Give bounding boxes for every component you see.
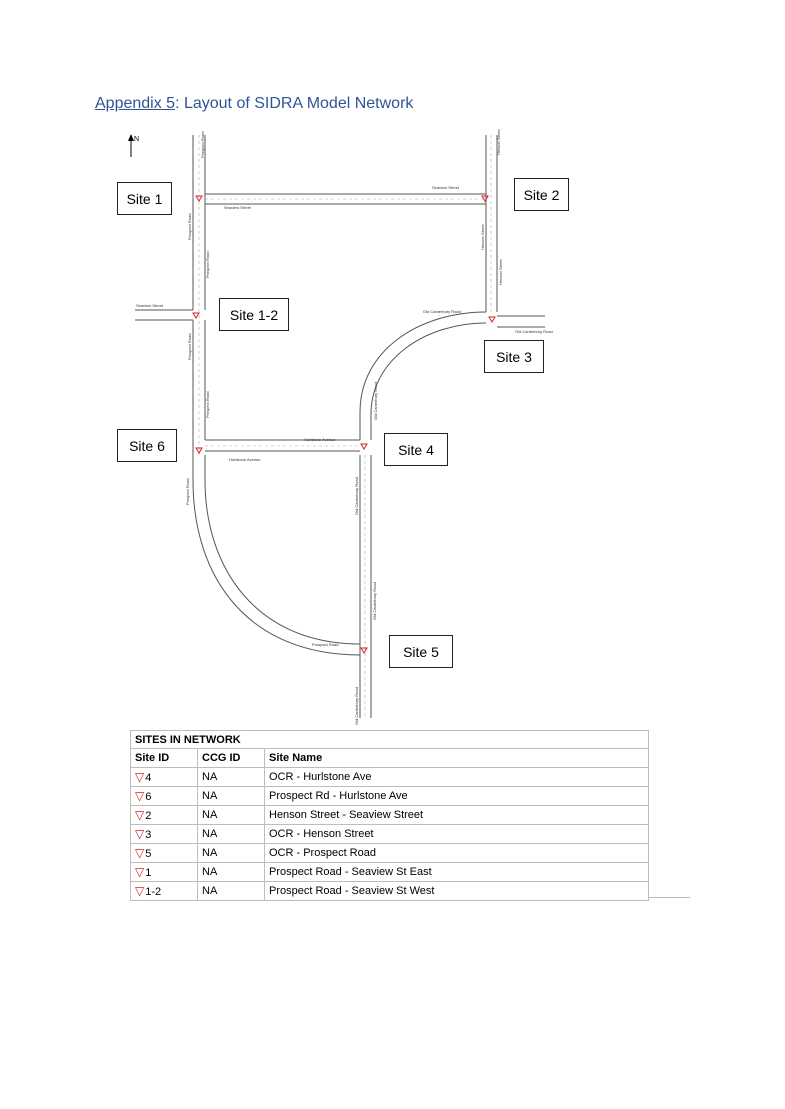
site-id: 2 — [145, 810, 152, 822]
road-label: Hurlstone Avenue — [229, 457, 261, 462]
road-label: Prospect Road — [185, 479, 190, 505]
column-header: CCG ID — [197, 748, 265, 768]
road-label: Old Canterbury Road — [515, 329, 553, 334]
ccg-id-cell: NA — [197, 805, 265, 825]
table-row: ▽5 NA OCR - Prospect Road — [130, 843, 649, 863]
north-label: N — [134, 136, 139, 143]
road-label: Prospect Road — [187, 214, 192, 240]
prospect-road-curve-edge — [204, 455, 361, 645]
table-row: ▽3 NA OCR - Henson Street — [130, 824, 649, 844]
table-row: ▽2 NA Henson Street - Seaview Street — [130, 805, 649, 825]
intersection-marker-icon — [360, 443, 368, 450]
road-label: Prospect Road — [187, 334, 192, 360]
ccg-id-cell: NA — [197, 786, 265, 806]
table-header-row: Site ID CCG ID Site Name — [130, 748, 649, 768]
site-label-box: Site 6 — [117, 429, 177, 462]
site-name-cell: Prospect Road - Seaview St East — [264, 862, 649, 882]
intersection-marker-icon — [195, 447, 203, 454]
road-label: Old Canterbury Road — [354, 477, 359, 515]
page-heading: Appendix 5: Layout of SIDRA Model Networ… — [95, 95, 413, 113]
table-underline — [649, 897, 690, 898]
table-row: ▽6 NA Prospect Rd - Hurlstone Ave — [130, 786, 649, 806]
road-label: Prospect Road — [200, 132, 205, 158]
sites-table: SITES IN NETWORK Site ID CCG ID Site Nam… — [130, 730, 649, 901]
site-marker-icon: ▽ — [135, 827, 145, 841]
site-id-cell: ▽1 — [130, 862, 198, 882]
site-id: 1 — [145, 867, 152, 879]
road-label: Seaview Street — [136, 303, 164, 308]
site-name-cell: OCR - Prospect Road — [264, 843, 649, 863]
ccg-id-cell: NA — [197, 767, 265, 787]
intersection-marker-icon — [360, 647, 368, 654]
ocr-curve-edge — [359, 311, 487, 440]
intersection-marker-icon — [195, 195, 203, 202]
road-label: Prospect Road — [312, 642, 338, 647]
appendix-reference: Appendix 5 — [95, 95, 176, 112]
column-header: Site Name — [264, 748, 649, 768]
site-id-cell: ▽6 — [130, 786, 198, 806]
road-label: Prospect Road — [205, 252, 210, 278]
road-label: Old Canterbury Road — [372, 582, 377, 620]
site-marker-icon: ▽ — [135, 846, 145, 860]
site-label-box: Site 1-2 — [219, 298, 289, 331]
site-name-cell: Prospect Rd - Hurlstone Ave — [264, 786, 649, 806]
site-name-cell: OCR - Henson Street — [264, 824, 649, 844]
table-row: ▽4 NA OCR - Hurlstone Ave — [130, 767, 649, 787]
road-label: Old Canterbury Road — [373, 382, 378, 420]
heading-title: : Layout of SIDRA Model Network — [175, 95, 414, 112]
site-label-box: Site 5 — [389, 635, 453, 668]
site-marker-icon: ▽ — [135, 884, 145, 898]
prospect-road-curve-edge — [192, 455, 361, 656]
road-label: Hurlstone Avenue — [304, 437, 336, 442]
site-label-box: Site 2 — [514, 178, 569, 211]
site-id-cell: ▽3 — [130, 824, 198, 844]
site-name-cell: Henson Street - Seaview Street — [264, 805, 649, 825]
network-diagram: N Prospect Road Prospect Road Prospect R… — [128, 129, 553, 725]
site-marker-icon: ▽ — [135, 770, 145, 784]
road-label: Old Canterbury Road — [423, 309, 461, 314]
road-label: Old Canterbury Road — [354, 687, 359, 725]
intersection-marker-icon — [192, 312, 200, 319]
site-label-box: Site 1 — [117, 182, 172, 215]
ccg-id-cell: NA — [197, 843, 265, 863]
road-label: Prospect Road — [205, 392, 210, 418]
intersection-marker-icon — [481, 195, 489, 202]
site-name-cell: OCR - Hurlstone Ave — [264, 767, 649, 787]
ccg-id-cell: NA — [197, 881, 265, 901]
intersection-marker-icon — [488, 316, 496, 323]
site-marker-icon: ▽ — [135, 789, 145, 803]
site-id-cell: ▽2 — [130, 805, 198, 825]
site-id: 4 — [145, 772, 152, 784]
table-row: ▽1-2 NA Prospect Road - Seaview St West — [130, 881, 649, 901]
site-marker-icon: ▽ — [135, 808, 145, 822]
site-label-box: Site 3 — [484, 340, 544, 373]
table-row: ▽1 NA Prospect Road - Seaview St East — [130, 862, 649, 882]
ccg-id-cell: NA — [197, 862, 265, 882]
north-arrow-icon — [128, 134, 134, 157]
site-label-box: Site 4 — [384, 433, 448, 466]
site-id-cell: ▽5 — [130, 843, 198, 863]
site-marker-icon: ▽ — [135, 865, 145, 879]
site-name-cell: Prospect Road - Seaview St West — [264, 881, 649, 901]
site-id-cell: ▽4 — [130, 767, 198, 787]
site-id-cell: ▽1-2 — [130, 881, 198, 901]
site-id: 1-2 — [145, 886, 162, 898]
site-id: 6 — [145, 791, 152, 803]
table-title: SITES IN NETWORK — [130, 730, 649, 749]
site-id: 3 — [145, 829, 152, 841]
road-label: Seaview Street — [432, 185, 460, 190]
ccg-id-cell: NA — [197, 824, 265, 844]
site-id: 5 — [145, 848, 152, 860]
road-label: Henson Street — [496, 129, 501, 155]
table-title-row: SITES IN NETWORK — [130, 730, 649, 749]
ocr-curve-edge — [370, 322, 487, 440]
road-label: Henson Street — [480, 224, 485, 250]
road-label: Seaview Street — [224, 205, 252, 210]
road-label: Henson Street — [498, 259, 503, 285]
column-header: Site ID — [130, 748, 198, 768]
